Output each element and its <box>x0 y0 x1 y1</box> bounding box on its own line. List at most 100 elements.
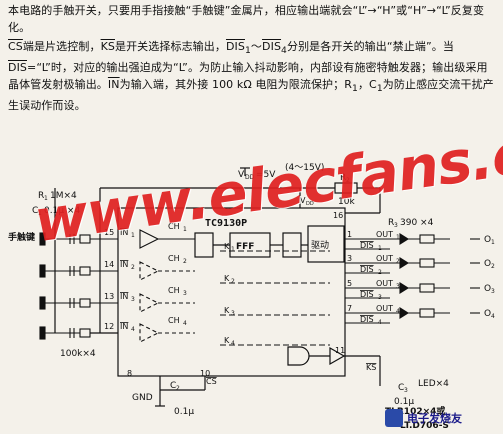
r3-4 <box>419 308 435 318</box>
ch-label-4: CH <box>168 316 180 325</box>
r3-value: 390 ×4 <box>400 218 434 228</box>
r1-sub: 1 <box>44 195 48 202</box>
pin-right-out-4: 7 <box>347 304 352 313</box>
led-1 <box>399 233 410 245</box>
touch-key-label: 手触键 <box>8 231 36 243</box>
in-pin-sub-2: 2 <box>131 264 135 271</box>
o-sub-4: 4 <box>491 313 495 320</box>
out-sub-4: 4 <box>396 308 400 315</box>
r2-label: R <box>340 173 346 183</box>
dis-label-2: DIS <box>360 265 374 274</box>
schmitt-trigger-1 <box>139 229 160 249</box>
site-logo[interactable]: 电子发烧友 <box>385 404 501 432</box>
pin-13-label: 13 <box>104 292 114 301</box>
schmitt-trigger-3 <box>139 293 160 313</box>
dis-sub-1: 1 <box>378 245 382 252</box>
r1-value: 1M×4 <box>50 191 77 201</box>
k-sub-3: 3 <box>231 310 235 317</box>
ch-label-2: CH <box>168 254 180 263</box>
in-pin-label-4: IN <box>120 322 128 331</box>
ch-sub-4: 4 <box>183 320 187 327</box>
pin-right-out-1: 1 <box>347 230 352 239</box>
led-3 <box>399 282 410 294</box>
input-resistor-1 <box>79 234 91 244</box>
pin-right-out-2: 3 <box>347 254 352 263</box>
pin-14-label: 14 <box>104 260 114 269</box>
in-pin-sub-3: 3 <box>131 296 135 303</box>
c1-label: C <box>32 206 38 216</box>
out-label-3: OUT <box>376 279 393 288</box>
dis-label-4: DIS <box>360 315 374 324</box>
cs-pin-label: CS <box>206 377 217 386</box>
k-label-2: K <box>224 274 230 283</box>
input-resistor-4 <box>79 328 91 338</box>
tc9130p-schematic: TC9130P V DD =5V (4～15V) V DD R 2 10k R … <box>8 163 495 431</box>
r3-3 <box>419 283 435 293</box>
ks-pin-label: KS <box>366 363 376 372</box>
logo-text: 电子发烧友 <box>407 412 462 425</box>
in-pin-label-3: IN <box>120 292 128 301</box>
c1-value: 0.1μ ×4 <box>44 206 80 216</box>
dis-sub-3: 3 <box>378 294 382 301</box>
dis-label-1: DIS <box>360 241 374 250</box>
vdd-pin-sub: DD <box>306 201 314 207</box>
in-pin-sub-1: 1 <box>131 232 135 239</box>
in-pin-label-1: IN <box>120 228 128 237</box>
r3-label: R <box>388 218 394 228</box>
o-sub-2: 2 <box>491 263 495 270</box>
driver-block-label: 驱动 <box>311 240 329 251</box>
o-label-1: O <box>484 235 491 245</box>
pin-right-out-3: 5 <box>347 279 352 288</box>
description-paragraph-1: 本电路的手触开关，只要用手指接触“手触键”金属片，相应输出端就会“L”→“H”或… <box>8 4 485 34</box>
touch-key-plate-2 <box>39 264 46 278</box>
r1-label: R <box>38 191 44 201</box>
ch-label-1: CH <box>168 222 180 231</box>
c2-value: 0.1μ <box>174 407 194 417</box>
out-sub-1: 1 <box>396 234 400 241</box>
r3-2 <box>419 258 435 268</box>
vdd-range: (4～15V) <box>285 163 324 173</box>
ch-label-3: CH <box>168 286 180 295</box>
out-sub-2: 2 <box>396 258 400 265</box>
ch-sub-3: 3 <box>183 290 187 297</box>
out-label-1: OUT <box>376 230 393 239</box>
touch-key-plate-4 <box>39 326 46 340</box>
k-label-4: K <box>224 336 230 345</box>
k-label-1: K <box>224 242 230 251</box>
r2-value: 10k <box>338 197 355 207</box>
c3-label: C <box>398 383 404 393</box>
r3-1 <box>419 234 435 244</box>
dis-sub-4: 4 <box>378 319 382 326</box>
r2-sub: 2 <box>346 177 350 184</box>
o-label-4: O <box>484 309 491 319</box>
o-label-2: O <box>484 259 491 269</box>
out-sub-3: 3 <box>396 283 400 290</box>
k-label-3: K <box>224 306 230 315</box>
out-label-2: OUT <box>376 254 393 263</box>
description-paragraph-2: CS端是片选控制，KS是开关选择标志输出，DIS1～DIS4分别是各开关的输出“… <box>8 40 494 113</box>
c1-sub: 1 <box>38 210 42 217</box>
gnd-label: GND <box>132 393 153 403</box>
input-resistor-2 <box>79 266 91 276</box>
input-resistor-3 <box>79 298 91 308</box>
led-type-2: LT.D706-S <box>400 421 449 431</box>
c2-sub: 2 <box>176 385 180 392</box>
fff-block-label: FFF <box>236 242 254 252</box>
input-resistor-value: 100k×4 <box>60 349 96 359</box>
vdd-value: =5V <box>256 170 276 180</box>
k-sub-1: 1 <box>231 246 235 253</box>
ch-sub-1: 1 <box>183 226 187 233</box>
logo-icon <box>385 409 403 427</box>
pin-15-label: 15 <box>104 228 114 237</box>
ch-sub-2: 2 <box>183 258 187 265</box>
led-label: LED×4 <box>418 379 449 389</box>
led-2 <box>399 257 410 269</box>
schmitt-trigger-2 <box>139 261 160 281</box>
dis-label-3: DIS <box>360 290 374 299</box>
o-sub-3: 3 <box>491 288 495 295</box>
pin-12-label: 12 <box>104 322 114 331</box>
pin-8-label: 8 <box>127 369 132 378</box>
o-sub-1: 1 <box>491 239 495 246</box>
vdd-label: V <box>238 170 245 180</box>
schmitt-trigger-4 <box>139 323 160 343</box>
